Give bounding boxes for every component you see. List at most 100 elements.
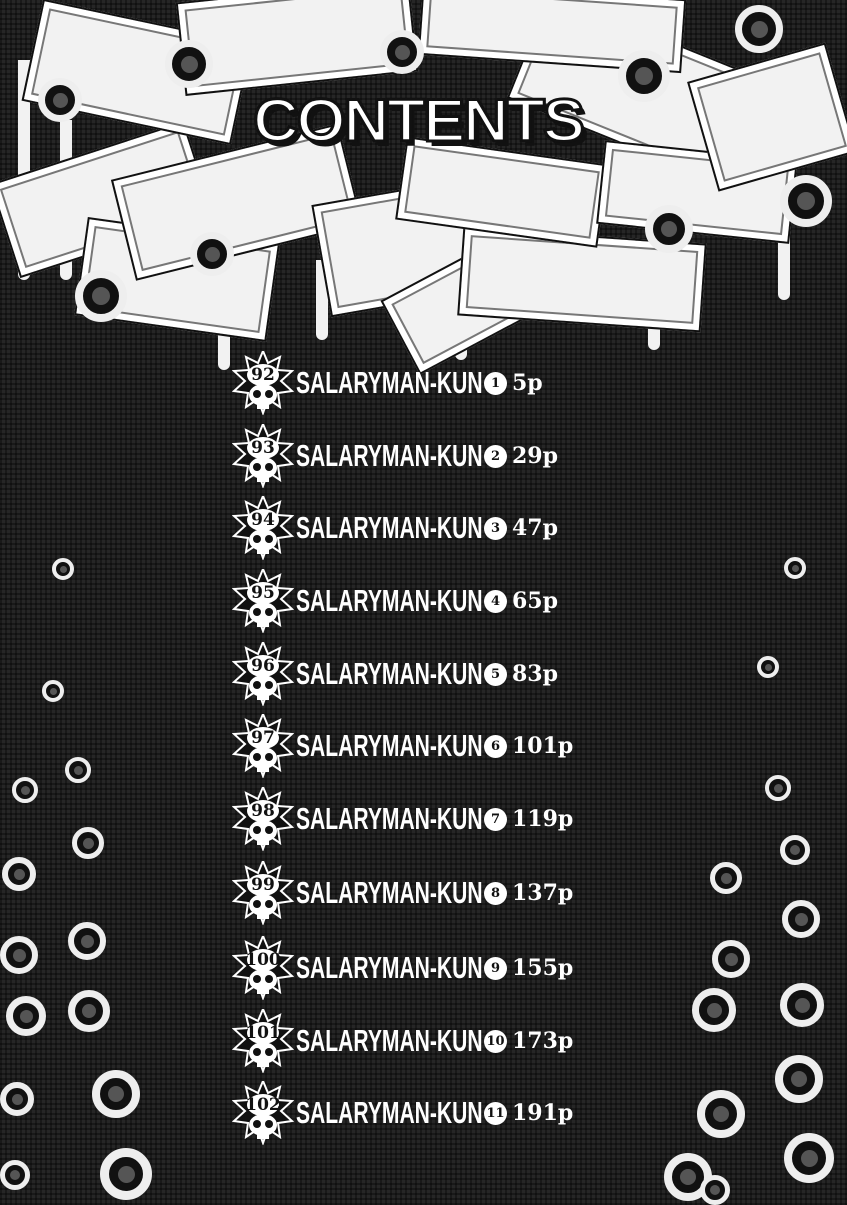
eye-circle-decoration [52,558,74,580]
page-number: 47p [512,515,558,541]
eye-circle-decoration [2,857,36,891]
skull-chapter-badge: 92 [232,351,294,415]
skull-icon [232,569,294,633]
toc-entry[interactable]: 94 SALARYMAN-KUN 3 47p [232,493,558,563]
part-number: 11 [484,1101,507,1125]
skull-chapter-badge: 99 [232,861,294,925]
eye-circle-decoration [765,775,791,801]
page-number: 29p [512,443,558,469]
skull-chapter-badge: 95 [232,569,294,633]
skull-chapter-badge: 98 [232,787,294,851]
skull-icon [232,861,294,925]
part-number: 3 [484,516,507,540]
eye-circle-decoration [784,557,806,579]
skull-chapter-badge: 100 [232,936,294,1000]
chapter-number: 99 [251,875,275,895]
part-number: 9 [484,956,507,980]
page-number: 191p [512,1100,574,1126]
skull-chapter-badge: 94 [232,496,294,560]
part-number: 4 [484,589,507,613]
chapter-number: 96 [251,656,275,676]
eye-circle-decoration [0,1160,30,1190]
part-number: 1 [484,371,507,395]
contents-title: CONTENTS [252,85,587,155]
eye-circle-decoration [780,983,824,1027]
skull-icon [232,642,294,706]
toc-entry[interactable]: 98 SALARYMAN-KUN 7 119p [232,784,573,854]
toc-entry[interactable]: 99 SALARYMAN-KUN 8 137p [232,858,573,928]
skull-chapter-badge: 97 [232,714,294,778]
skull-icon [232,1081,294,1145]
part-number: 10 [484,1029,507,1053]
chapter-number: 100 [245,950,281,970]
eye-circle-decoration [92,1070,140,1118]
skull-icon [232,496,294,560]
eye-circle-decoration [757,656,779,678]
page-number: 5p [512,370,543,396]
eye-circle-decoration [0,936,38,974]
skull-icon [232,1009,294,1073]
eye-circle-decoration [700,1175,730,1205]
chapter-title: SALARYMAN-KUN [296,801,483,836]
money-pile-illustration [0,0,847,375]
page-number: 173p [512,1028,574,1054]
eye-circle-decoration [68,990,110,1032]
chapter-number: 92 [251,365,275,385]
chapter-title: SALARYMAN-KUN [296,583,483,618]
skull-icon [232,787,294,851]
eye-circle-decoration [782,900,820,938]
chapter-number: 101 [245,1023,281,1043]
eye-circle-decoration [72,827,104,859]
toc-entry[interactable]: 92 SALARYMAN-KUN 1 5p [232,348,543,418]
skull-icon [232,424,294,488]
chapter-number: 98 [251,801,275,821]
chapter-number: 102 [245,1095,281,1115]
chapter-number: 93 [251,438,275,458]
chapter-title: SALARYMAN-KUN [296,510,483,545]
eye-circle-decoration [784,1133,834,1183]
part-number: 2 [484,444,507,468]
chapter-title: SALARYMAN-KUN [296,728,483,763]
toc-entry[interactable]: 100 SALARYMAN-KUN 9 155p [232,933,573,1003]
page-number: 137p [512,880,574,906]
toc-entry[interactable]: 95 SALARYMAN-KUN 4 65p [232,566,558,636]
eye-circle-decoration [42,680,64,702]
page-number: 119p [512,806,574,832]
toc-entry[interactable]: 97 SALARYMAN-KUN 6 101p [232,711,573,781]
eye-circle-decoration [0,1082,34,1116]
toc-entry[interactable]: 101 SALARYMAN-KUN 10 173p [232,1006,573,1076]
skull-chapter-badge: 96 [232,642,294,706]
chapter-title: SALARYMAN-KUN [296,1023,483,1058]
eye-circle-decoration [12,777,38,803]
eye-circle-decoration [775,1055,823,1103]
toc-entry[interactable]: 102 SALARYMAN-KUN 11 191p [232,1078,573,1148]
part-number: 7 [484,807,507,831]
eye-circle-decoration [712,940,750,978]
page-number: 155p [512,955,574,981]
chapter-title: SALARYMAN-KUN [296,875,483,910]
skull-chapter-badge: 102 [232,1081,294,1145]
skull-chapter-badge: 93 [232,424,294,488]
skull-icon [232,714,294,778]
chapter-title: SALARYMAN-KUN [296,365,483,400]
chapter-title: SALARYMAN-KUN [296,950,483,985]
eye-circle-decoration [100,1148,152,1200]
part-number: 5 [484,662,507,686]
page-number: 101p [512,733,574,759]
page-number: 83p [512,661,558,687]
eye-circle-decoration [697,1090,745,1138]
skull-icon [232,936,294,1000]
eye-circle-decoration [68,922,106,960]
eye-circle-decoration [6,996,46,1036]
page-number: 65p [512,588,558,614]
eye-circle-decoration [65,757,91,783]
part-number: 8 [484,881,507,905]
eye-circle-decoration [710,862,742,894]
toc-entry[interactable]: 93 SALARYMAN-KUN 2 29p [232,421,558,491]
toc-entry[interactable]: 96 SALARYMAN-KUN 5 83p [232,639,558,709]
chapter-number: 97 [251,728,275,748]
chapter-number: 95 [251,583,275,603]
eye-circle-decoration [780,835,810,865]
chapter-title: SALARYMAN-KUN [296,656,483,691]
chapter-title: SALARYMAN-KUN [296,1095,483,1130]
